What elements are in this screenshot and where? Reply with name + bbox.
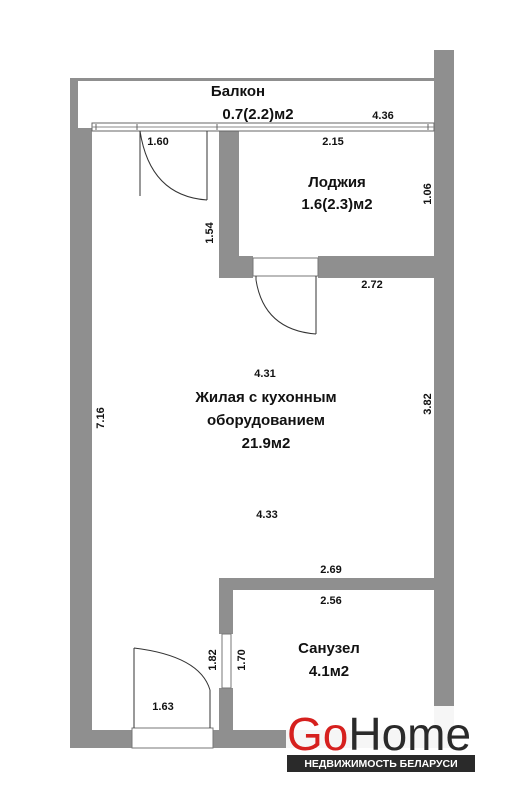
balcony-left-post — [70, 78, 78, 132]
outer-wall-left — [70, 128, 92, 748]
outer-wall-bottom-left — [70, 730, 132, 748]
front-door-frame — [131, 727, 214, 749]
gohome-logo: GoHome НЕДВИЖИМОСТЬ БЕЛАРУСИ — [286, 706, 476, 772]
dim-loggia-depth: 1.06 — [422, 183, 434, 204]
dim-living-height-left: 7.16 — [95, 407, 107, 428]
logo-text: GoHome — [287, 708, 471, 760]
loggia-left-wall — [219, 130, 239, 278]
bathroom-area: 4.1м2 — [309, 663, 349, 680]
dim-living-width-bottom: 4.33 — [256, 509, 277, 521]
logo-background — [286, 706, 476, 756]
dim-living-height-right: 3.82 — [422, 393, 434, 414]
dim-balcony-length: 4.36 — [372, 110, 393, 122]
living-area: 21.9м2 — [242, 435, 291, 452]
loggia-bottom-wall-left — [219, 256, 253, 278]
bath-wall-opening — [221, 633, 232, 689]
dim-bath-wall-outer: 1.82 — [207, 649, 219, 670]
dim-loggia-width-bottom: 2.72 — [361, 279, 382, 291]
dim-bath-wall-inner: 1.70 — [236, 649, 248, 670]
dim-partition-length: 1.54 — [204, 221, 216, 243]
logo-tagline: НЕДВИЖИМОСТЬ БЕЛАРУСИ — [304, 758, 457, 770]
loggia-bottom-wall-right — [318, 256, 436, 278]
outer-wall-right — [434, 50, 454, 748]
dim-bath-width-top: 2.69 — [320, 564, 341, 576]
logo-home: Home — [348, 708, 471, 760]
balcony-area: 0.7(2.2)м2 — [222, 106, 293, 123]
logo-go: Go — [287, 708, 348, 760]
loggia-area: 1.6(2.3)м2 — [301, 196, 372, 213]
balcony-door — [139, 130, 208, 201]
dim-bath-width-inner: 2.56 — [320, 595, 341, 607]
balcony-glazing — [91, 122, 435, 132]
front-door — [133, 647, 211, 728]
living-name-line2: оборудованием — [207, 412, 325, 429]
bath-top-wall — [219, 578, 436, 590]
bath-left-wall-lower — [219, 688, 233, 748]
dim-front-door-width: 1.63 — [152, 701, 173, 713]
loggia-name: Лоджия — [308, 174, 366, 191]
balcony-top-line — [70, 78, 436, 81]
dim-entry-width: 1.60 — [147, 136, 168, 148]
dim-living-width-top: 4.31 — [254, 368, 275, 380]
living-name-line1: Жилая с кухонным — [194, 389, 336, 406]
loggia-door — [255, 276, 317, 335]
bathroom-name: Санузел — [298, 640, 360, 657]
balcony-name: Балкон — [211, 83, 265, 100]
loggia-door-frame — [252, 257, 319, 277]
logo-tagline-bar — [287, 755, 475, 772]
bath-left-wall-upper — [219, 578, 233, 634]
dim-loggia-width-top: 2.15 — [322, 136, 343, 148]
